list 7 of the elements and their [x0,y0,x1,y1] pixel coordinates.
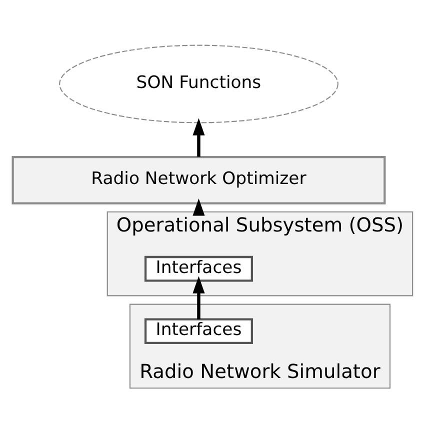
arrow [192,118,205,156]
arrow [192,198,205,216]
node-ellipse: SON Functions [59,44,338,123]
node-box: Radio Network Optimizer [12,155,386,204]
node-box: Interfaces [144,255,253,282]
node-box: Interfaces [144,318,253,344]
arrow [192,276,205,319]
